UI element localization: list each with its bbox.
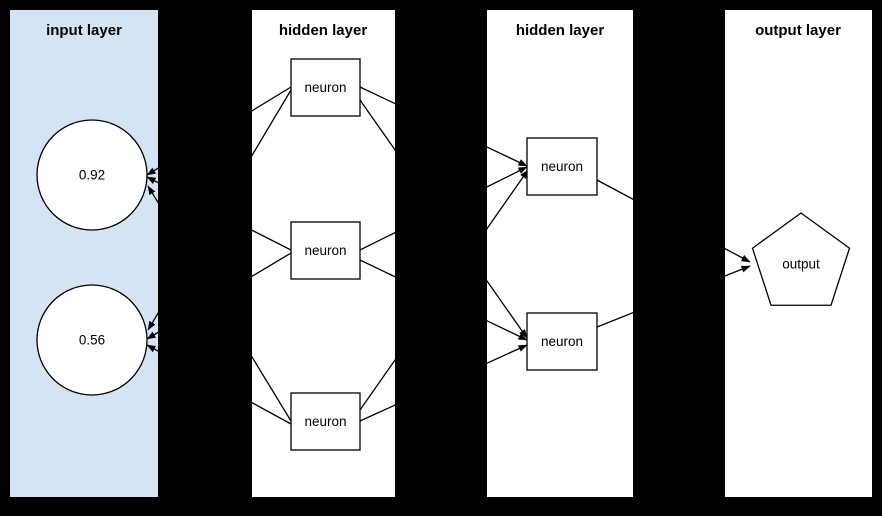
edge-h1n1-to-in1	[252, 86, 292, 112]
output-node-label: output	[782, 257, 820, 272]
node-hidden1-neuron-1[interactable]: neuron	[290, 58, 361, 117]
panel-title-hidden-layer-1: hidden layer	[279, 22, 368, 39]
hidden2-neuron-1-label: neuron	[541, 159, 583, 174]
edge-group	[146, 344, 292, 425]
edge-group	[147, 89, 292, 330]
edge-h1n1-to-h2n2	[359, 99, 395, 152]
hidden1-neuron-1-label: neuron	[304, 80, 346, 95]
hidden2-neuron-2-label: neuron	[541, 334, 583, 349]
panel-title-output-layer: output layer	[755, 22, 841, 39]
output-node-shape[interactable]	[751, 212, 851, 306]
edges-layer	[146, 86, 751, 425]
edge-h1n3-to-h2n1	[487, 169, 529, 230]
edge-h1n2-to-in1	[252, 229, 292, 251]
edge-h1n2-to-h2n2	[359, 259, 395, 278]
edge-group	[147, 86, 292, 176]
node-hidden1-neuron-2[interactable]: neuron	[290, 221, 361, 280]
edge-h1n1-to-h2n1	[359, 86, 395, 105]
node-hidden2-neuron-2[interactable]: neuron	[526, 312, 598, 371]
edge-group	[359, 99, 528, 338]
edge-h1n2-to-in2	[252, 252, 292, 278]
edge-h1n3-to-h2n2	[359, 404, 395, 422]
node-hidden1-neuron-3[interactable]: neuron	[290, 392, 361, 451]
edge-group	[146, 252, 292, 340]
edge-group	[359, 86, 527, 167]
nodes-layer: 0.92 0.56 neuron neuron neuron neuron neuron ou…	[36, 58, 851, 451]
node-input-node-2[interactable]: 0.56	[36, 284, 148, 396]
hidden2-neuron-2-shape[interactable]	[526, 312, 598, 371]
edge-h1n1-to-h2n2	[487, 279, 528, 338]
edge-h1n1-to-h2n1	[487, 146, 527, 167]
edge-group	[359, 169, 529, 411]
edge-h1n2-to-h2n1	[487, 166, 528, 188]
hidden1-neuron-1-shape[interactable]	[290, 58, 361, 117]
edge-group	[147, 185, 292, 422]
edge-h1n2-to-h2n2	[487, 320, 528, 341]
edge-group	[596, 265, 751, 328]
edge-h1n3-to-h2n2	[487, 344, 528, 364]
input-node-1-shape[interactable]	[36, 119, 148, 231]
node-output-node[interactable]: output	[751, 212, 851, 306]
edge-h1n3-to-in2	[252, 401, 292, 425]
edge-group	[596, 179, 751, 263]
hidden1-neuron-2-label: neuron	[304, 243, 346, 258]
hidden1-neuron-2-shape[interactable]	[290, 221, 361, 280]
panels-layer	[10, 10, 872, 497]
edge-group	[359, 259, 528, 341]
edge-group	[359, 166, 528, 251]
edge-h1n3-to-h2n1	[359, 358, 395, 411]
edge-group	[146, 176, 292, 251]
edge-h1n3-to-in1	[252, 355, 292, 422]
hidden1-neuron-3-label: neuron	[304, 414, 346, 429]
panel-title-hidden-layer-2: hidden layer	[516, 22, 605, 39]
edge-h1n2-to-h2n1	[359, 231, 395, 251]
hidden2-neuron-1-shape[interactable]	[526, 137, 598, 196]
edge-h1n1-to-in2	[252, 89, 292, 157]
input-node-2-label: 0.56	[79, 333, 105, 348]
edge-group	[359, 344, 528, 422]
panel-title-input-layer: input layer	[46, 22, 122, 39]
edge-h2n2-to-output	[596, 311, 633, 328]
node-input-node-1[interactable]: 0.92	[36, 119, 148, 231]
edge-h2n1-to-output	[596, 179, 633, 201]
panel-background-input-layer	[10, 10, 158, 497]
input-node-1-label: 0.92	[79, 168, 105, 183]
panel-background-hidden-layer-2	[487, 10, 633, 497]
titles-layer: input layer hidden layer hidden layer outpu…	[46, 22, 841, 39]
hidden1-neuron-3-shape[interactable]	[290, 392, 361, 451]
node-hidden2-neuron-1[interactable]: neuron	[526, 137, 598, 196]
input-node-2-shape[interactable]	[36, 284, 148, 396]
